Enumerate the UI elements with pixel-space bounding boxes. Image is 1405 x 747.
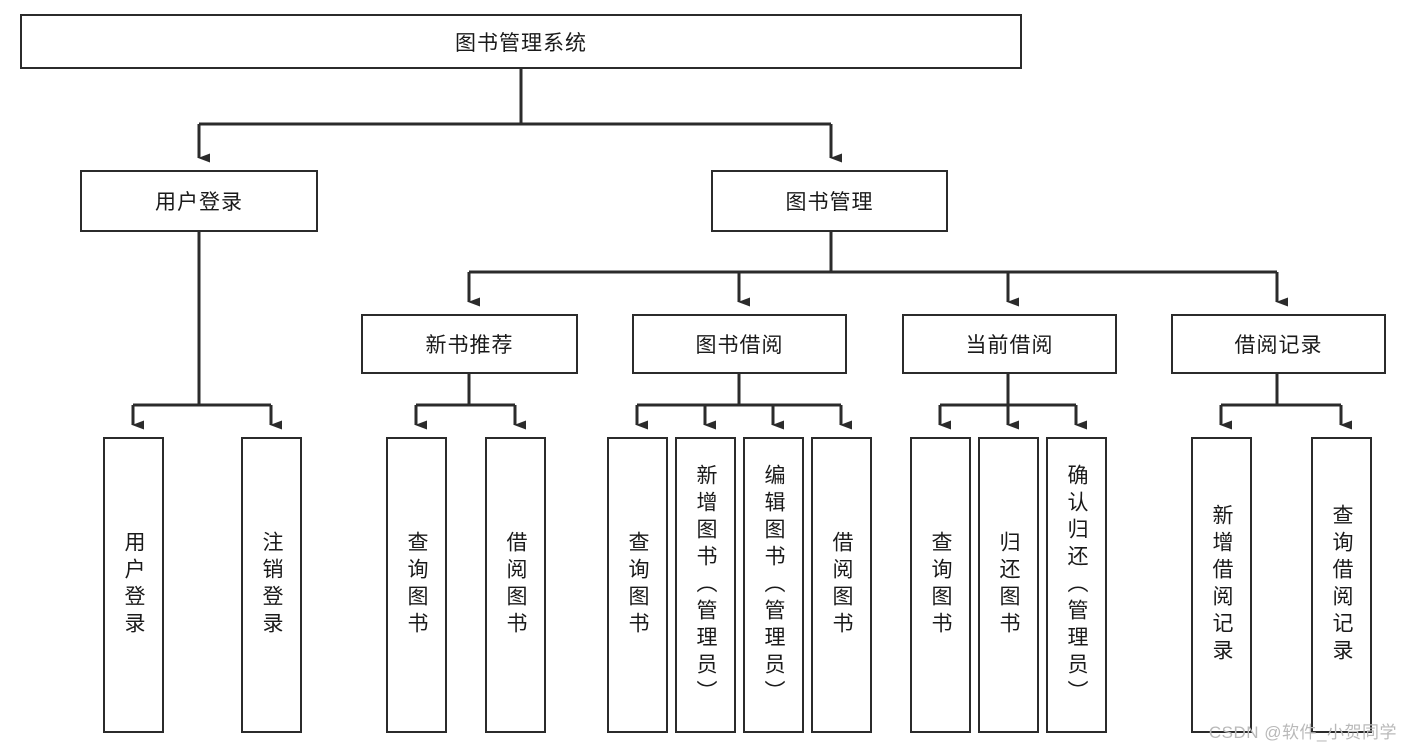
leaf-query-book-2[interactable]: 查询图书 (607, 437, 668, 733)
node-book-borrow-label: 图书借阅 (695, 334, 784, 357)
leaf-user-logout[interactable]: 注销登录 (241, 437, 302, 733)
leaf-user-logout-label: 注销登录 (260, 531, 283, 639)
csdn-watermark: CSDN @软件_小贺同学 (1208, 723, 1397, 742)
leaf-borrow-book-1-label: 借阅图书 (504, 531, 527, 639)
node-book-manage[interactable]: 图书管理 (711, 170, 948, 232)
leaf-query-record-label: 查询借阅记录 (1330, 504, 1353, 666)
leaf-borrow-book-2[interactable]: 借阅图书 (811, 437, 872, 733)
leaf-user-login[interactable]: 用户登录 (103, 437, 164, 733)
node-current-borrow[interactable]: 当前借阅 (902, 314, 1117, 374)
leaf-add-book-label: 新增图书（管理员） (694, 463, 717, 707)
leaf-confirm-return[interactable]: 确认归还（管理员） (1046, 437, 1107, 733)
leaf-query-book-3-label: 查询图书 (929, 531, 952, 639)
leaf-add-record-label: 新增借阅记录 (1210, 504, 1233, 666)
leaf-query-record[interactable]: 查询借阅记录 (1311, 437, 1372, 733)
leaf-add-book[interactable]: 新增图书（管理员） (675, 437, 736, 733)
node-new-book-rec[interactable]: 新书推荐 (361, 314, 578, 374)
leaf-confirm-return-label: 确认归还（管理员） (1065, 463, 1088, 707)
leaf-edit-book[interactable]: 编辑图书（管理员） (743, 437, 804, 733)
leaf-borrow-book-1[interactable]: 借阅图书 (485, 437, 546, 733)
leaf-edit-book-label: 编辑图书（管理员） (762, 463, 785, 707)
leaf-user-login-label: 用户登录 (122, 531, 145, 639)
leaf-query-book-1[interactable]: 查询图书 (386, 437, 447, 733)
leaf-query-book-1-label: 查询图书 (405, 531, 428, 639)
leaf-borrow-book-2-label: 借阅图书 (830, 531, 853, 639)
leaf-return-book-label: 归还图书 (997, 531, 1020, 639)
node-borrow-record-label: 借阅记录 (1234, 334, 1323, 357)
node-book-manage-label: 图书管理 (785, 191, 874, 214)
node-book-borrow[interactable]: 图书借阅 (632, 314, 847, 374)
node-borrow-record[interactable]: 借阅记录 (1171, 314, 1386, 374)
node-user-login[interactable]: 用户登录 (80, 170, 318, 232)
leaf-query-book-3[interactable]: 查询图书 (910, 437, 971, 733)
node-root[interactable]: 图书管理系统 (20, 14, 1022, 69)
node-root-label: 图书管理系统 (455, 31, 587, 55)
node-user-login-label: 用户登录 (155, 191, 243, 214)
leaf-add-record[interactable]: 新增借阅记录 (1191, 437, 1252, 733)
node-current-borrow-label: 当前借阅 (965, 334, 1054, 357)
leaf-query-book-2-label: 查询图书 (626, 531, 649, 639)
leaf-return-book[interactable]: 归还图书 (978, 437, 1039, 733)
node-new-book-rec-label: 新书推荐 (425, 334, 514, 357)
